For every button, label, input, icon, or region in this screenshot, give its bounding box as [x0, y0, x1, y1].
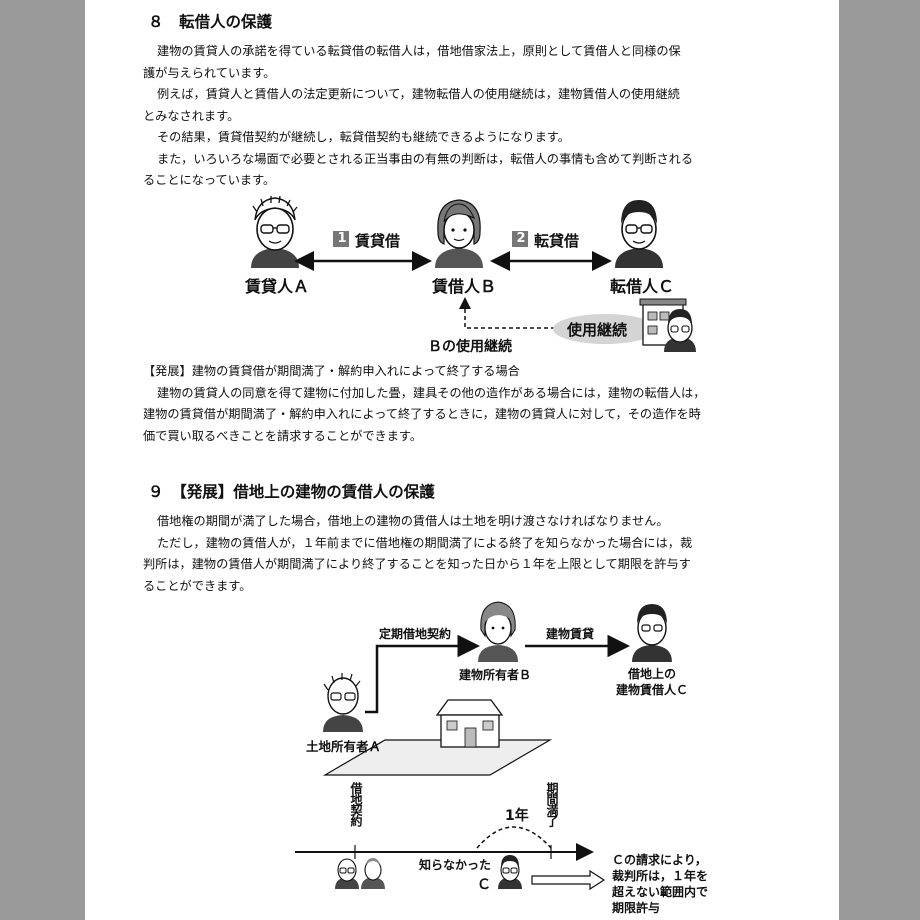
continued-use-text: 使用継続: [567, 321, 628, 339]
b-continued-use-note: Ｂの使用継続: [428, 339, 512, 355]
step-1-badge: [333, 231, 349, 247]
document-page: ８ 転借人の保護 建物の賃貸人の承諾を得ている転貸借の転借人は，借地借家法上，原…: [85, 0, 839, 920]
body-line: 建物の賃貸人の承諾を得ている転貸借の転借人は，借地借家法上，原則として賃借人と同…: [157, 44, 681, 58]
body-line: 借地権の期間が満了した場合，借地上の建物の賃借人は土地を明け渡さなければなりませ…: [157, 514, 669, 528]
sublease-diagram: [251, 195, 696, 352]
land-owner-a-label: 土地所有者Ａ: [306, 739, 382, 754]
land-lease-arrow: [365, 634, 480, 714]
timeline-tenant-c-icon: [498, 855, 522, 889]
advanced-title: 【発展】建物の賃貸借が期間満了・解約申入れによって終了する場合: [143, 364, 520, 378]
subtenant-c-icon: [615, 200, 663, 268]
building-owner-b-icon: [478, 601, 518, 662]
sublease-label: 転貸借: [534, 232, 580, 250]
body-line: 例えば，賃貸人と賃借人の法定更新について，建物転借人の使用継続は，建物賃借人の使…: [157, 87, 680, 101]
continued-use-arrow: [459, 297, 555, 329]
building-lease-label: 建物賃貸: [546, 627, 595, 641]
land-owner-a-icon: [323, 673, 363, 732]
section-9-heading: ９ 【発展】借地上の建物の賃借人の保護: [148, 483, 435, 501]
tenant-label-line: 建物賃借人Ｃ: [615, 683, 688, 697]
timeline-owner-b-icon: [361, 858, 385, 889]
step-1-number: 1: [337, 231, 347, 246]
step-2-badge: [512, 231, 528, 247]
land-lease-label: 定期借地契約: [379, 627, 452, 641]
land-lease-diagram: [295, 601, 672, 891]
result-line: 期限許与: [612, 901, 661, 915]
timeline-owner-a-icon: [335, 858, 359, 889]
result-arrow: [531, 869, 606, 891]
lease-label: 賃貸借: [355, 232, 401, 250]
body-line: ることになっています。: [143, 173, 276, 187]
building-tenant-c-label: 借地上の 建物賃借人Ｃ: [612, 666, 692, 698]
landlord-a-label: 賃貸人Ａ: [245, 277, 310, 296]
body-line: また，いろいろな場面で必要とされる正当事由の有無の判断は，転借人の事情も含めて判…: [157, 151, 694, 166]
result-line: 超えない範囲内で: [612, 885, 709, 899]
tenant-b-icon: [435, 199, 483, 268]
timeline-start-label: 借地契約: [349, 782, 363, 826]
result-line: Ｃの請求により，: [612, 853, 707, 867]
tenant-label-line: 借地上の: [627, 667, 676, 681]
building-owner-b-label: 建物所有者Ｂ: [459, 668, 532, 682]
body-line: とみなされます。: [143, 108, 240, 123]
one-year-label: 1年: [505, 808, 529, 824]
tenant-b-label: 賃借人Ｂ: [432, 277, 497, 296]
step-2-number: 2: [516, 231, 526, 246]
section-8-heading: ８ 転借人の保護: [148, 13, 273, 31]
body-line: 価で買い取るべきことを請求することができます。: [143, 428, 423, 443]
body-line: その結果，賃貸借契約が継続し，転貸借契約も継続できるようになります。: [157, 130, 570, 144]
advanced-note-8: 【発展】建物の賃貸借が期間満了・解約申入れによって終了する場合 建物の賃貸人の同…: [143, 361, 705, 447]
body-line: ることができます。: [143, 578, 252, 593]
continued-use-bubble: [553, 314, 657, 344]
timeline-end-label: 期間満了: [545, 782, 559, 826]
tenant-c-mark: Ｃ: [477, 877, 491, 893]
body-line: 判所は，建物の賃借人が期間満了により終了することを知った日から１年を上限として期…: [143, 557, 691, 571]
section-8-body: 建物の賃貸人の承諾を得ている転貸借の転借人は，借地借家法上，原則として賃借人と同…: [143, 41, 693, 192]
one-year-arc: [476, 826, 552, 849]
result-line: 裁判所は，１年を: [612, 869, 709, 883]
body-line: 護が与えられています。: [143, 65, 276, 80]
subtenant-c-label: 転借人Ｃ: [610, 277, 675, 296]
body-line: 建物の賃貸人の同意を得て建物に付加した畳，建具その他の造作がある場合には，建物の…: [157, 385, 706, 400]
body-line: 建物の賃貸借が期間満了・解約申入れによって終了するときに，建物の賃貸人に対して，…: [143, 407, 701, 421]
court-result-text: Ｃの請求により， 裁判所は，１年を 超えない範囲内で 期限許与: [612, 852, 708, 916]
house-icon: [435, 699, 504, 748]
subtenant-small-icon: [664, 309, 696, 352]
building-tenant-c-icon: [632, 604, 672, 662]
body-line: ただし，建物の賃借人が，１年前までに借地権の期間満了による終了を知らなかった場合…: [157, 535, 693, 550]
unaware-label: 知らなかった: [419, 858, 492, 872]
landlord-a-icon: [251, 195, 299, 268]
section-9-body: 借地権の期間が満了した場合，借地上の建物の賃借人は土地を明け渡さなければなりませ…: [143, 511, 692, 597]
